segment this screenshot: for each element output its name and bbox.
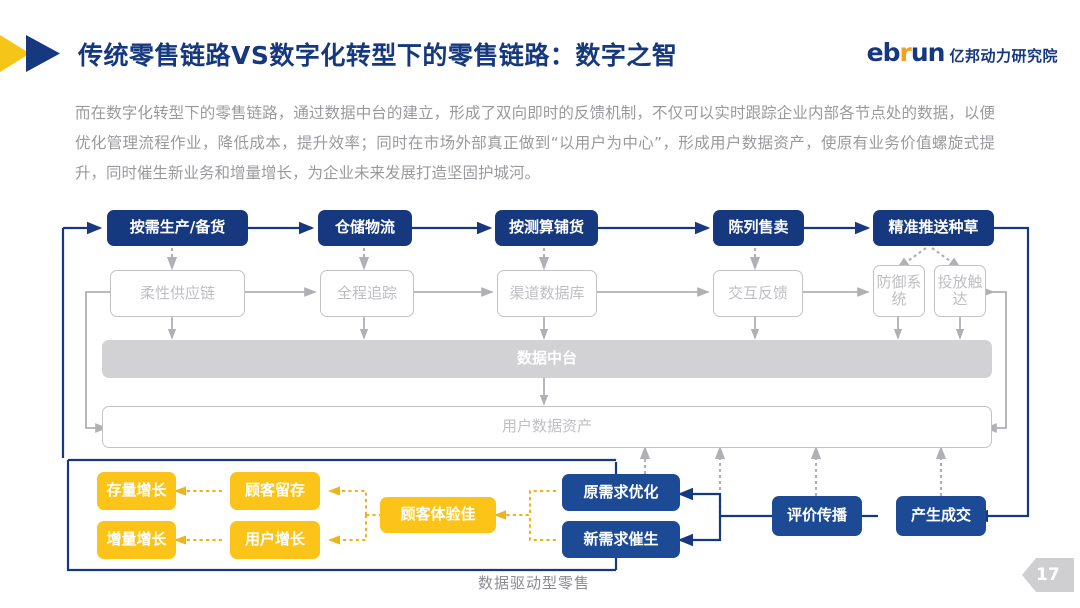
node-mid-4[interactable]: 防御系统 (873, 265, 925, 317)
node-label: 顾客体验佳 (400, 505, 476, 524)
node-label: 顾客留存 (244, 481, 305, 500)
node-label: 防御系统 (876, 272, 922, 308)
node-demand-new[interactable]: 新需求催生 (562, 521, 680, 558)
logo-chinese-name: 亿邦动力研究院 (949, 47, 1058, 65)
node-label: 投放触达 (937, 272, 983, 308)
node-mid-5[interactable]: 投放触达 (934, 265, 986, 317)
node-label: 精准推送种草 (888, 218, 979, 237)
node-label: 柔性供应链 (139, 283, 215, 302)
node-top-2[interactable]: 按测算铺货 (495, 210, 598, 246)
diagram-caption: 数据驱动型零售 (478, 574, 591, 592)
node-top-0[interactable]: 按需生产/备货 (107, 210, 248, 246)
node-label: 渠道数据库 (509, 283, 585, 302)
node-transaction[interactable]: 产生成交 (896, 496, 986, 536)
logo-mark-right: un (910, 38, 946, 67)
node-label: 存量增长 (106, 481, 167, 500)
user-data-assets-bar[interactable]: 用户数据资产 (102, 406, 992, 448)
node-top-4[interactable]: 精准推送种草 (873, 210, 994, 246)
node-label: 全程追踪 (336, 283, 397, 302)
node-mid-3[interactable]: 交互反馈 (713, 270, 803, 317)
node-top-1[interactable]: 仓储物流 (318, 210, 412, 246)
node-customer-retention[interactable]: 顾客留存 (230, 472, 320, 510)
ebrun-logo: ebrun 亿邦动力研究院 (867, 40, 1058, 70)
node-label: 仓储物流 (334, 218, 395, 237)
node-label: 新需求催生 (583, 529, 659, 548)
node-label: 数据中台 (516, 349, 577, 368)
node-label: 交互反馈 (727, 283, 788, 302)
node-label: 原需求优化 (583, 482, 659, 501)
double-chevron-right-icon (0, 31, 72, 76)
logo-mark: ebrun (866, 38, 946, 67)
node-review-spread[interactable]: 评价传播 (772, 496, 862, 536)
node-customer-experience[interactable]: 顾客体验佳 (380, 497, 496, 533)
node-growth-incr[interactable]: 增量增长 (97, 521, 176, 559)
body-paragraph: 而在数字化转型下的零售链路，通过数据中台的建立，形成了双向即时的反馈机制，不仅可… (75, 104, 995, 182)
logo-mark-left: eb (866, 38, 901, 67)
node-demand-optimize[interactable]: 原需求优化 (562, 474, 680, 511)
node-label: 按测算铺货 (508, 218, 584, 237)
node-label: 评价传播 (786, 506, 847, 525)
node-label: 用户增长 (244, 530, 305, 549)
data-platform-bar[interactable]: 数据中台 (102, 340, 992, 378)
page-title: 传统零售链路VS数字化转型下的零售链路：数字之智 (78, 41, 678, 70)
node-label: 用户数据资产 (501, 417, 592, 436)
node-label: 增量增长 (106, 530, 167, 549)
node-label: 按需生产/备货 (129, 218, 226, 237)
node-label: 陈列售卖 (728, 218, 789, 237)
node-user-growth[interactable]: 用户增长 (230, 521, 320, 559)
node-growth-stock[interactable]: 存量增长 (97, 472, 176, 510)
node-mid-1[interactable]: 全程追踪 (320, 270, 414, 317)
node-mid-2[interactable]: 渠道数据库 (497, 270, 597, 317)
logo-mark-accent: r (899, 38, 912, 67)
node-label: 产生成交 (910, 506, 971, 525)
node-mid-0[interactable]: 柔性供应链 (110, 270, 245, 317)
node-top-3[interactable]: 陈列售卖 (713, 210, 804, 246)
